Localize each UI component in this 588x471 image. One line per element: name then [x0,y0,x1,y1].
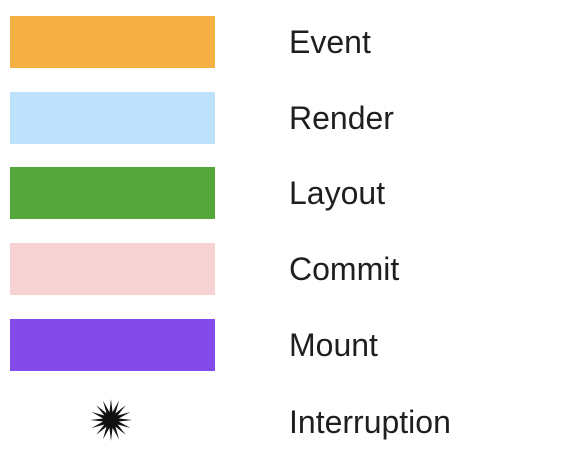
layout-swatch [10,167,215,219]
legend-item-render: Render [0,92,588,144]
event-label: Event [289,24,371,60]
legend-item-interruption: Interruption [0,397,588,449]
legend-item-mount: Mount [0,319,588,371]
event-swatch [10,16,215,68]
mount-label: Mount [289,327,378,363]
commit-label: Commit [289,251,400,287]
layout-label: Layout [289,175,386,211]
legend-item-layout: Layout [0,167,588,219]
legend-item-event: Event [0,16,588,68]
interruption-label: Interruption [289,404,451,440]
commit-swatch [10,243,215,295]
legend-item-commit: Commit [0,243,588,295]
render-swatch [10,92,215,144]
mount-swatch [10,319,215,371]
render-label: Render [289,100,394,136]
starburst-icon [90,399,132,441]
